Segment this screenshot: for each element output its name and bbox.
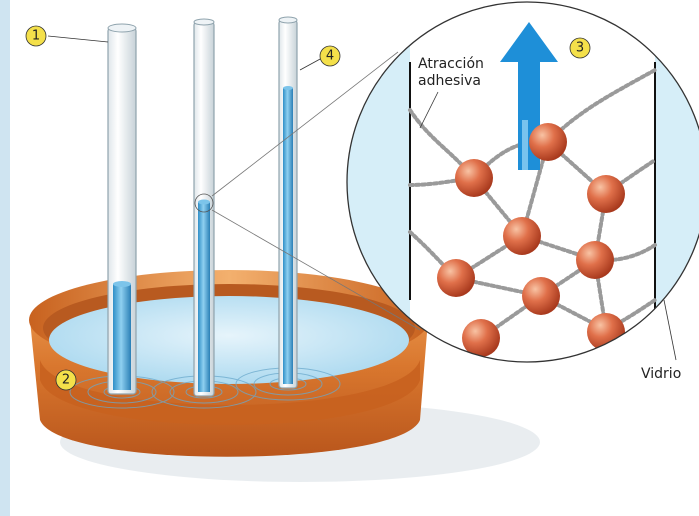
molecule [529, 123, 567, 161]
water-column-1 [113, 284, 131, 390]
marker-2: 2 [56, 370, 76, 390]
molecule [437, 259, 475, 297]
glass-wall-right [655, 0, 699, 370]
molecule [455, 159, 493, 197]
molecule [576, 241, 614, 279]
water-column-3 [283, 88, 293, 384]
molecule [587, 175, 625, 213]
molecule [503, 217, 541, 255]
tube-2 [194, 19, 214, 396]
dish [29, 270, 429, 457]
marker-3-text: 3 [576, 41, 584, 56]
scan-edge [0, 0, 10, 516]
water-surface [49, 296, 409, 384]
marker-1: 1 [26, 26, 108, 46]
marker-1-text: 1 [32, 29, 40, 44]
molecule [522, 277, 560, 315]
tube-1 [108, 24, 136, 394]
marker-3: 3 [570, 38, 590, 58]
glass-label-text: Vidrio [641, 366, 681, 382]
water-column-2 [198, 202, 210, 392]
marker-4-text: 4 [326, 49, 334, 64]
molecule [587, 313, 625, 351]
adhesion-label-line2: adhesiva [418, 73, 481, 89]
adhesion-label-line1: Atracción [418, 56, 484, 72]
marker-2-text: 2 [62, 373, 70, 388]
tube-3 [279, 17, 297, 388]
marker-4: 4 [300, 46, 340, 70]
